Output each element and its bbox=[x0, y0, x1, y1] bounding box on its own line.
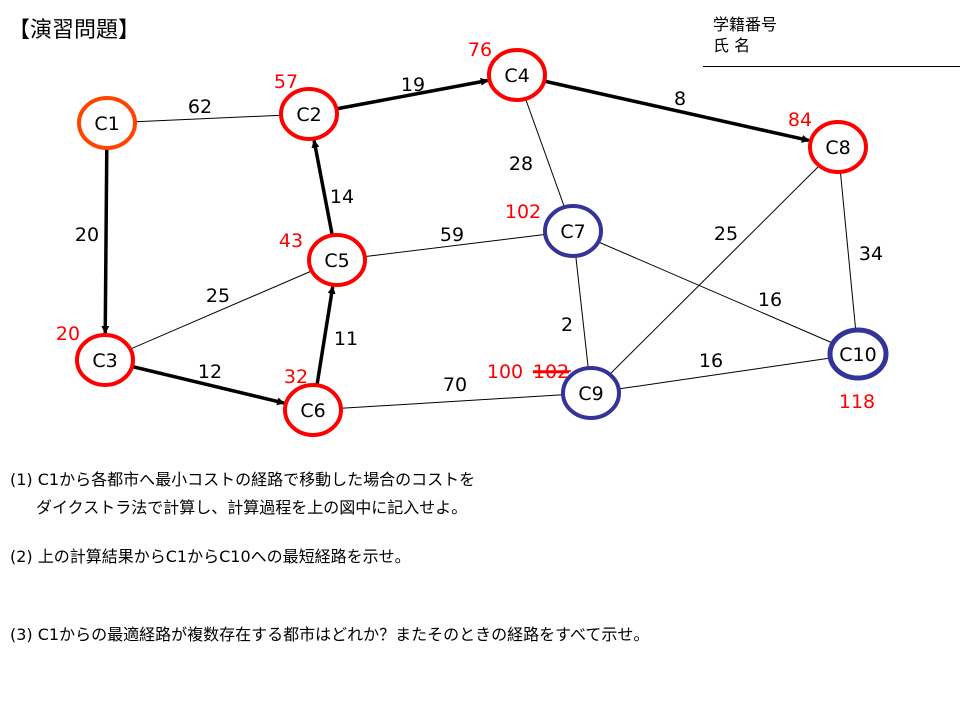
edge-weight: 8 bbox=[674, 88, 686, 110]
edge-C4-C8 bbox=[516, 73, 810, 143]
node-cost: 84 bbox=[788, 109, 812, 131]
student-id-label: 学籍番号 bbox=[713, 15, 778, 34]
edge-C4-C7 bbox=[516, 74, 574, 232]
page-title: 【演習問題】 bbox=[8, 18, 141, 43]
node-C10 bbox=[827, 327, 889, 381]
node-C3 bbox=[75, 333, 135, 387]
node-cost: 118 bbox=[839, 391, 875, 413]
edge-C7-C9 bbox=[572, 230, 592, 394]
node-cost: 100 bbox=[487, 361, 523, 383]
edge-weight: 62 bbox=[188, 96, 212, 118]
edge-C1-C3 bbox=[101, 122, 110, 335]
edge-C7-C10 bbox=[572, 230, 859, 355]
node-C2 bbox=[279, 87, 339, 141]
edge-weight: 16 bbox=[758, 289, 782, 311]
edge-weight: 19 bbox=[401, 74, 425, 96]
node-C8 bbox=[808, 120, 868, 174]
node-cost: 102 bbox=[505, 201, 541, 223]
node-label: C10 bbox=[839, 344, 876, 366]
edge-weight: 16 bbox=[699, 350, 723, 372]
edge-C3-C6 bbox=[104, 358, 285, 406]
node-cost: 43 bbox=[279, 230, 303, 252]
node-C5 bbox=[307, 233, 367, 287]
name-label: 氏 名 bbox=[713, 36, 751, 55]
edge-weight: 59 bbox=[440, 224, 464, 246]
node-label: C7 bbox=[560, 221, 585, 243]
node-struck-cost: 102 bbox=[533, 361, 569, 383]
edge-C8-C10 bbox=[837, 146, 859, 355]
node-label: C8 bbox=[825, 137, 850, 159]
edge-weight: 14 bbox=[330, 186, 354, 208]
node-C9 bbox=[561, 366, 621, 420]
node-cost: 20 bbox=[56, 323, 80, 345]
node-C1 bbox=[77, 96, 137, 150]
edge-C3-C5 bbox=[104, 259, 338, 361]
edge-C9-C8 bbox=[590, 146, 839, 394]
node-cost: 57 bbox=[274, 71, 298, 93]
edge-weight: 70 bbox=[443, 374, 467, 396]
node-cost: 76 bbox=[468, 39, 492, 61]
edge-C2-C4 bbox=[308, 77, 489, 116]
edge-weight: 34 bbox=[859, 243, 883, 265]
node-label: C2 bbox=[296, 104, 321, 126]
edge-weight: 20 bbox=[75, 224, 99, 246]
edge-weight: 25 bbox=[714, 223, 738, 245]
node-C7 bbox=[543, 204, 603, 258]
edge-C6-C9 bbox=[312, 392, 592, 411]
node-label: C6 bbox=[300, 400, 325, 422]
edge-weight: 28 bbox=[509, 153, 533, 175]
edge-C9-C10 bbox=[590, 353, 859, 394]
node-cost: 32 bbox=[284, 366, 308, 388]
node-C6 bbox=[283, 383, 343, 437]
node-label: C3 bbox=[92, 350, 117, 372]
node-label: C5 bbox=[324, 250, 349, 272]
student-info-box: 学籍番号 氏 名 bbox=[703, 14, 960, 67]
node-label: C9 bbox=[578, 383, 603, 405]
question-1-line-2: ダイクストラ法で計算し、計算過程を上の図中に記入せよ。 bbox=[36, 498, 468, 517]
node-C4 bbox=[487, 48, 547, 102]
edge-weight: 11 bbox=[334, 328, 358, 350]
node-label: C4 bbox=[504, 65, 529, 87]
node-label: C1 bbox=[94, 113, 119, 135]
edge-C5-C7 bbox=[336, 230, 574, 261]
edge-weight: 12 bbox=[198, 361, 222, 383]
question-3: (3) C1からの最適経路が複数存在する都市はどれか？またそのときの経路をすべて… bbox=[10, 625, 650, 644]
edge-weight: 25 bbox=[206, 285, 230, 307]
question-2: (2) 上の計算結果からC1からC10への最短経路を示せ。 bbox=[10, 547, 411, 566]
edge-weight: 2 bbox=[561, 314, 573, 336]
question-1: (1) C1から各都市へ最小コストの経路で移動した場合のコストを ダイクストラ法… bbox=[10, 466, 475, 518]
edge-C1-C2 bbox=[106, 113, 310, 124]
question-1-line-1: (1) C1から各都市へ最小コストの経路で移動した場合のコストを bbox=[10, 470, 476, 489]
